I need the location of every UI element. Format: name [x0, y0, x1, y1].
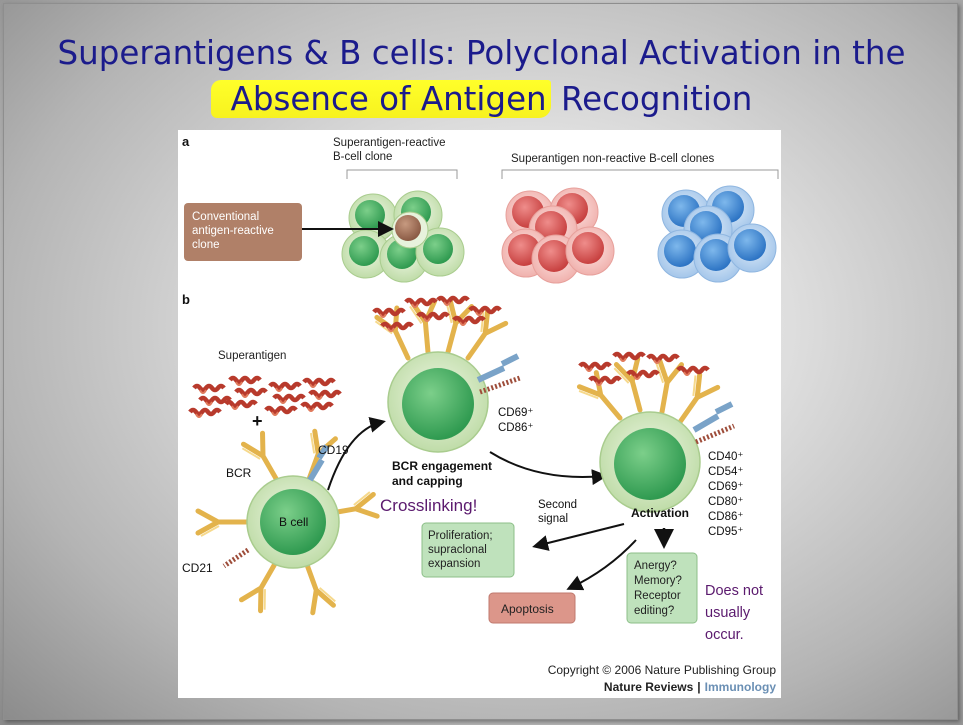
- signal-label: signal: [538, 513, 568, 525]
- proliferation-line-3: expansion: [428, 558, 480, 570]
- title-line-1: Superantigens & B cells: Polyclonal Acti…: [57, 34, 906, 72]
- red-clone-cluster: [501, 187, 615, 284]
- title-rest: Recognition: [561, 80, 753, 118]
- title-highlight: Absence of Antigen: [210, 80, 551, 118]
- marker-cd69: CD69⁺: [708, 481, 743, 493]
- journal-credit: Nature Reviews| Immunology: [604, 680, 776, 694]
- outcome-anergy: Anergy?: [634, 560, 677, 572]
- slide-title: Superantigens & B cells: Polyclonal Acti…: [0, 30, 963, 122]
- cd21-label: CD21: [182, 561, 213, 575]
- panel-b-label: b: [182, 292, 190, 307]
- blue-clone-cluster: [657, 185, 777, 283]
- figure-svg: a Superantigen-reactive B-cell clone Sup…: [182, 134, 779, 694]
- marker-cd80: CD80⁺: [708, 496, 743, 508]
- does-not-occur-line-2: usually: [705, 605, 751, 621]
- panel-a-label: a: [182, 134, 190, 149]
- does-not-occur-line-3: occur.: [705, 627, 744, 643]
- marker-cd54: CD54⁺: [708, 466, 743, 478]
- activated-cell: [577, 354, 735, 513]
- conventional-line-3: clone: [192, 239, 220, 251]
- conventional-line-1: Conventional: [192, 211, 259, 223]
- outcome-receptor: Receptor: [634, 590, 681, 602]
- outcome-editing: editing?: [634, 605, 674, 617]
- arrow-to-engagement: [327, 416, 386, 491]
- cd86-label: CD86⁺: [498, 422, 533, 434]
- apoptosis-label: Apoptosis: [501, 602, 554, 616]
- reactive-bracket: [346, 169, 458, 179]
- copyright-text: Copyright © 2006 Nature Publishing Group: [548, 663, 777, 677]
- activation-label: Activation: [631, 506, 689, 520]
- reactive-clone-label: Superantigen-reactive: [333, 137, 446, 149]
- bcr-engagement-label: BCR engagement: [392, 459, 492, 473]
- journal-name: Nature Reviews: [604, 680, 694, 694]
- cd19-label: CD19: [318, 443, 349, 457]
- proliferation-box: [421, 522, 515, 578]
- arrow-to-activation: [489, 451, 608, 486]
- superantigen-molecules: [190, 378, 340, 417]
- conventional-clone-box: [184, 203, 302, 261]
- marker-cd95: CD95⁺: [708, 526, 743, 538]
- crosslinking-label: Crosslinking!: [380, 496, 477, 515]
- superantigen-label: Superantigen: [218, 350, 286, 362]
- does-not-occur-line-1: Does not: [705, 583, 763, 599]
- marker-cd40: CD40⁺: [708, 451, 743, 463]
- figure-panel: a Superantigen-reactive B-cell clone Sup…: [178, 130, 781, 698]
- bcr-label: BCR: [226, 466, 252, 480]
- plus-sign: +: [252, 411, 263, 431]
- arrow-to-apoptosis: [566, 539, 637, 591]
- activation-markers: CD40⁺ CD54⁺ CD69⁺ CD80⁺ CD86⁺ CD95⁺: [708, 451, 743, 538]
- conventional-line-2: antigen-reactive: [192, 225, 274, 237]
- reactive-clone-label-2: B-cell clone: [333, 151, 392, 163]
- proliferation-line-1: Proliferation;: [428, 530, 493, 542]
- slide-frame: [3, 3, 958, 720]
- arrow-to-proliferation: [532, 523, 625, 551]
- journal-separator: |: [697, 680, 700, 694]
- second-signal-label: Second: [538, 499, 577, 511]
- green-clone-cluster: [341, 190, 465, 283]
- marker-cd86: CD86⁺: [708, 511, 743, 523]
- b-cell-label: B cell: [279, 515, 308, 529]
- proliferation-line-2: supraclonal: [428, 544, 487, 556]
- b-cell: [198, 430, 377, 613]
- cd69-label: CD69⁺: [498, 407, 533, 419]
- outcome-memory: Memory?: [634, 575, 682, 587]
- apoptosis-box: [488, 592, 576, 624]
- outcomes-box: [626, 552, 698, 624]
- nonreactive-bracket: [501, 169, 779, 179]
- engaged-cell: [374, 298, 521, 453]
- journal-section: Immunology: [705, 680, 777, 694]
- nonreactive-label: Superantigen non-reactive B-cell clones: [511, 153, 715, 165]
- capping-label: and capping: [392, 474, 463, 488]
